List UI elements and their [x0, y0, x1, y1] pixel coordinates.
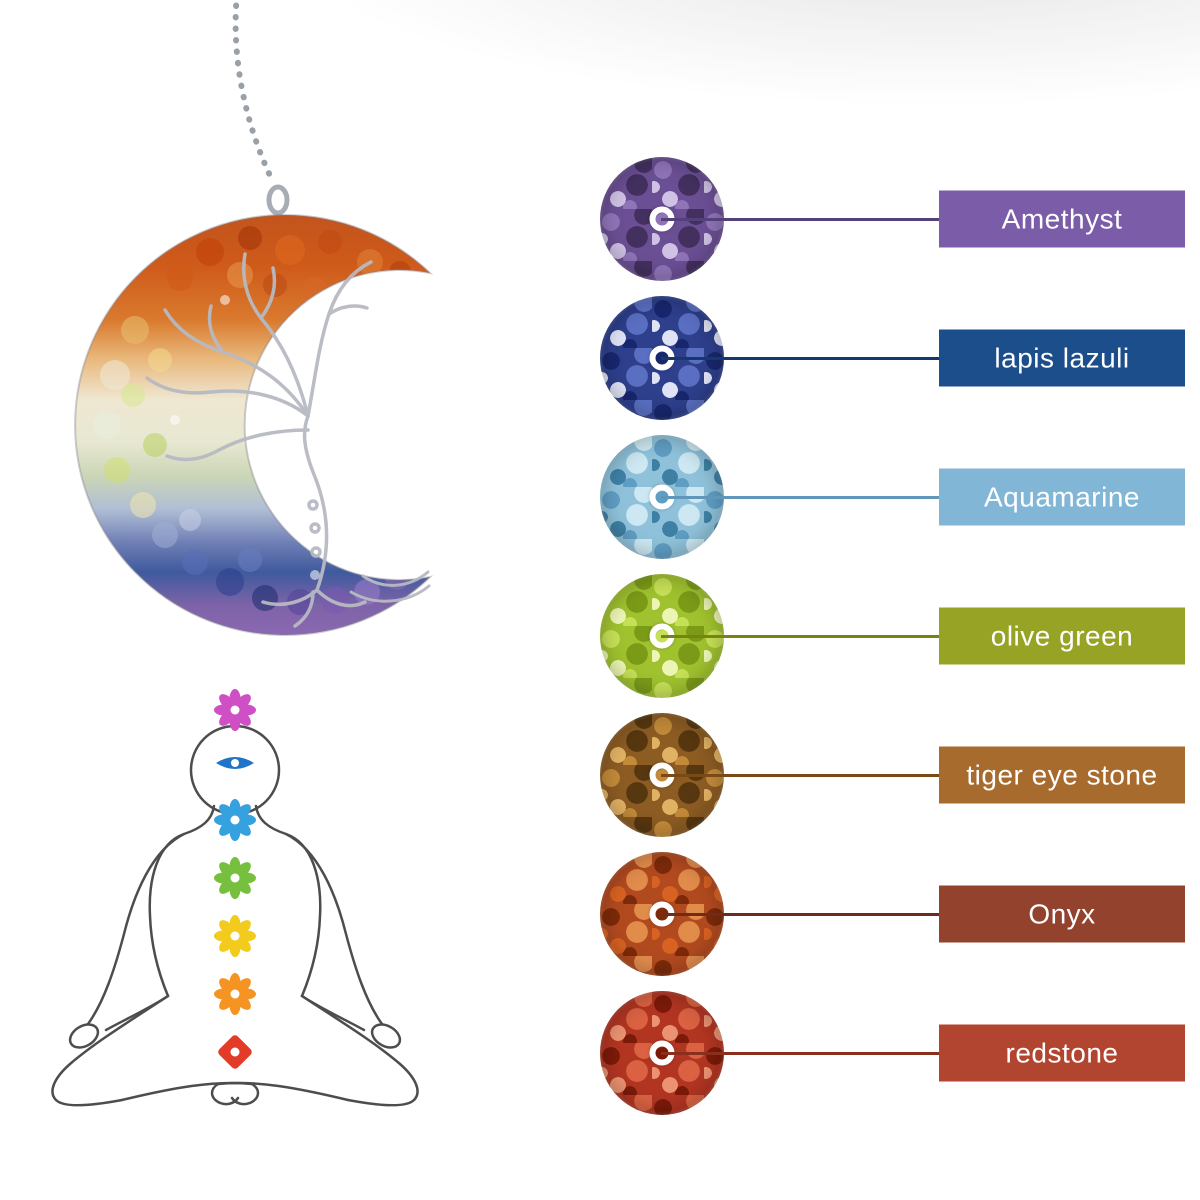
- stone-row-onyx: Onyx: [600, 852, 1185, 976]
- stone-label: lapis lazuli: [939, 329, 1185, 387]
- third-eye-chakra-icon: [216, 757, 254, 769]
- leader-line: [661, 635, 940, 638]
- stone-label-text: Onyx: [1028, 898, 1096, 929]
- stone-label: Aquamarine: [939, 468, 1185, 526]
- stone-label-text: olive green: [990, 620, 1134, 651]
- stone-row-olive-green: olive green: [600, 574, 1185, 698]
- throat-chakra-icon: [214, 799, 256, 841]
- chakra-moon-pendant-photo: [74, 0, 434, 636]
- stone-label-text: Amethyst: [1001, 203, 1123, 234]
- sacral-chakra-icon: [214, 973, 256, 1015]
- stone-row-amethyst: Amethyst: [600, 157, 1185, 281]
- stone-label-text: redstone: [1005, 1037, 1119, 1068]
- stone-label: Amethyst: [939, 190, 1185, 248]
- root-chakra-icon: [218, 1035, 252, 1069]
- stone-label-text: lapis lazuli: [994, 342, 1130, 373]
- stone-label: redstone: [939, 1024, 1185, 1082]
- figure-outline: [51, 724, 419, 1107]
- stone-swatch-tiger-eye: [600, 713, 724, 837]
- leader-line: [661, 1052, 940, 1055]
- stone-row-tiger-eye: tiger eye stone: [600, 713, 1185, 837]
- leader-line: [661, 357, 940, 360]
- stone-row-redstone: redstone: [600, 991, 1185, 1115]
- stone-row-lapis-lazuli: lapis lazuli: [600, 296, 1185, 420]
- stone-label: Onyx: [939, 885, 1185, 943]
- crown-chakra-icon: [214, 689, 256, 731]
- leader-line: [661, 218, 940, 221]
- stone-label-text: Aquamarine: [984, 481, 1140, 512]
- heart-chakra-icon: [214, 857, 256, 899]
- leader-line: [661, 774, 940, 777]
- pendant-bail: [266, 184, 290, 216]
- necklace-chain: [232, 0, 290, 216]
- solar-plexus-chakra-icon: [214, 915, 256, 957]
- wire-tree-of-life: [145, 252, 431, 628]
- stone-label: tiger eye stone: [939, 746, 1185, 804]
- leader-line: [661, 913, 940, 916]
- chakra-meditation-figure: [51, 689, 419, 1107]
- stone-label-text: tiger eye stone: [966, 759, 1158, 790]
- leader-line: [661, 496, 940, 499]
- stone-row-aquamarine: Aquamarine: [600, 435, 1185, 559]
- crescent-moon-body: [74, 214, 434, 636]
- stone-label: olive green: [939, 607, 1185, 665]
